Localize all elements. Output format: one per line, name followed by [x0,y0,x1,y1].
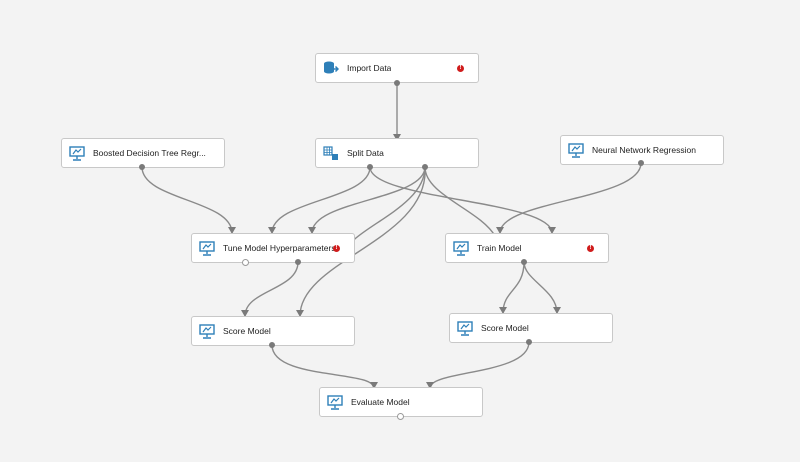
output-port[interactable] [521,259,527,265]
node-evaluate-model[interactable]: Evaluate Model [319,387,483,417]
node-score-model-left[interactable]: Score Model [191,316,355,346]
ml-model-icon [198,240,216,256]
node-label: Tune Model Hyperparameters [223,243,336,253]
ml-model-icon [68,145,86,161]
ml-model-icon [567,142,585,158]
node-label: Neural Network Regression [592,145,696,155]
node-label: Train Model [477,243,522,253]
output-port[interactable] [367,164,373,170]
split-data-icon [322,145,340,161]
wire-neural-to-train[interactable] [496,162,642,234]
output-port[interactable] [526,339,532,345]
output-port[interactable] [394,80,400,86]
output-port[interactable] [242,259,249,266]
output-port[interactable] [422,164,428,170]
output-port[interactable] [295,259,301,265]
wire-split2-to-score-left-b[interactable] [296,166,426,317]
ml-model-icon [452,240,470,256]
error-indicator-icon[interactable]: ! [333,245,340,252]
ml-model-icon [456,320,474,336]
output-port[interactable] [139,164,145,170]
ml-model-icon [198,323,216,339]
node-label: Evaluate Model [351,397,410,407]
node-split-data[interactable]: Split Data [315,138,479,168]
output-port[interactable] [397,413,404,420]
database-import-icon [322,60,340,76]
output-port[interactable] [269,342,275,348]
wire-tune-to-score-left[interactable] [241,261,299,317]
node-label: Split Data [347,148,384,158]
wire-split2-to-train[interactable] [424,166,496,237]
error-indicator-icon[interactable]: ! [457,65,464,72]
wire-score-left-to-evaluate[interactable] [271,344,378,389]
ml-model-icon [326,394,344,410]
wire-split1-to-tune[interactable] [268,166,371,234]
wire-train-to-score-right-b[interactable] [523,261,561,314]
node-boosted-decision-tree[interactable]: Boosted Decision Tree Regr... [61,138,225,168]
output-port[interactable] [638,160,644,166]
node-train-model[interactable]: Train Model ! [445,233,609,263]
node-label: Import Data [347,63,392,73]
wire-split2-to-score-left[interactable] [344,166,426,256]
error-indicator-icon[interactable]: ! [587,245,594,252]
wire-boosted-to-tune[interactable] [141,166,236,234]
node-tune-model-hyperparameters[interactable]: Tune Model Hyperparameters ! [191,233,355,263]
wire-split1-to-train[interactable] [369,166,556,234]
wire-score-right-to-evaluate[interactable] [426,341,530,389]
wire-train-to-score-right-a[interactable] [499,261,525,314]
wire-split2-to-tune[interactable] [308,166,426,234]
node-import-data[interactable]: Import Data ! [315,53,479,83]
node-label: Score Model [223,326,271,336]
node-score-model-right[interactable]: Score Model [449,313,613,343]
node-label: Boosted Decision Tree Regr... [93,148,206,158]
node-label: Score Model [481,323,529,333]
